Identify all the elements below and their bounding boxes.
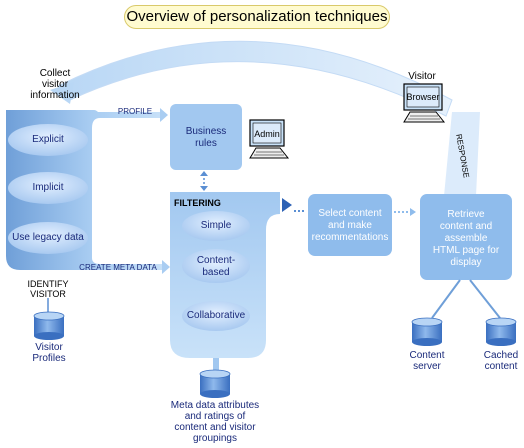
create-meta-data-label: CREATE META DATA (79, 263, 157, 272)
profile-arrowhead (160, 108, 168, 122)
retrieve-content-line1: Retrieve (447, 209, 485, 220)
oval-collaborative (182, 301, 250, 331)
legacy-label: Use legacy data (12, 232, 84, 243)
select-content-line3: recommentations (311, 232, 389, 243)
content-server-line1: Content (409, 350, 445, 361)
content-server-database-icon (411, 317, 443, 346)
meta-data-line1: Meta data attributes (170, 400, 260, 411)
profile-label: PROFILE (117, 107, 153, 116)
response-band (444, 112, 480, 196)
oval-simple (182, 211, 250, 241)
oval-implicit (8, 172, 88, 204)
content-server-line2: server (413, 361, 441, 372)
visitor-profiles-database-icon (33, 311, 65, 340)
simple-label: Simple (200, 220, 232, 231)
select-content-box (308, 194, 392, 256)
oval-legacy (8, 222, 88, 254)
meta-data-database-icon (199, 369, 231, 398)
response-arc-arrowhead (50, 82, 74, 104)
cached-content-line1: Cached (483, 350, 519, 361)
collect-visitor-info-line3: information (30, 90, 80, 101)
meta-data-line2: and ratings of (184, 411, 246, 422)
title-banner (124, 5, 390, 29)
diagram-title: Overview of personalization techniques (126, 8, 388, 25)
collaborative-label: Collaborative (186, 310, 246, 321)
retrieve-content-line5: display (450, 257, 482, 268)
retrieve-content-line2: content and (439, 221, 493, 232)
meta-data-line4: groupings (193, 433, 237, 444)
browser-label: Browser (406, 92, 440, 102)
collect-visitor-info-line2: visitor (41, 79, 69, 90)
implicit-label: Implicit (32, 182, 64, 193)
business-rules-box (170, 104, 242, 170)
response-arc (57, 40, 453, 117)
admin-computer-icon (249, 119, 290, 159)
content-based-line1: Content- (196, 255, 236, 266)
identify-visitor-line2: VISITOR (30, 289, 66, 299)
meta-data-line3: content and visitor (174, 422, 256, 433)
filtering-label: FILTERING (174, 198, 221, 208)
connector-select-retrieve-head (410, 208, 416, 216)
collect-visitor-info-line1: Collect (39, 68, 71, 79)
visitor-label: Visitor (408, 71, 436, 82)
explicit-label: Explicit (32, 134, 64, 145)
browser-computer-icon (403, 83, 446, 123)
oval-content-based (182, 249, 250, 283)
content-based-line2: based (202, 267, 230, 278)
select-content-line2: and make (328, 220, 372, 231)
visitor-profiles-line2: Profiles (32, 353, 66, 364)
create-meta-arrowhead (162, 260, 170, 274)
business-rules-line2: rules (195, 138, 217, 149)
identify-visitor-line1: IDENTIFY (27, 279, 69, 289)
business-rules-line1: Business (185, 126, 227, 137)
retrieve-content-line3: assemble (444, 233, 488, 244)
oval-explicit (8, 124, 88, 156)
retrieve-content-box (420, 194, 512, 280)
visitor-profiles-line1: Visitor (35, 342, 63, 353)
retrieve-content-line4: HTML page for (432, 245, 500, 256)
filtering-arrowhead (282, 198, 292, 212)
cached-content-line2: content (484, 361, 518, 372)
admin-label: Admin (254, 129, 280, 139)
cached-content-database-icon (485, 317, 517, 346)
select-content-line1: Select content (318, 208, 382, 219)
